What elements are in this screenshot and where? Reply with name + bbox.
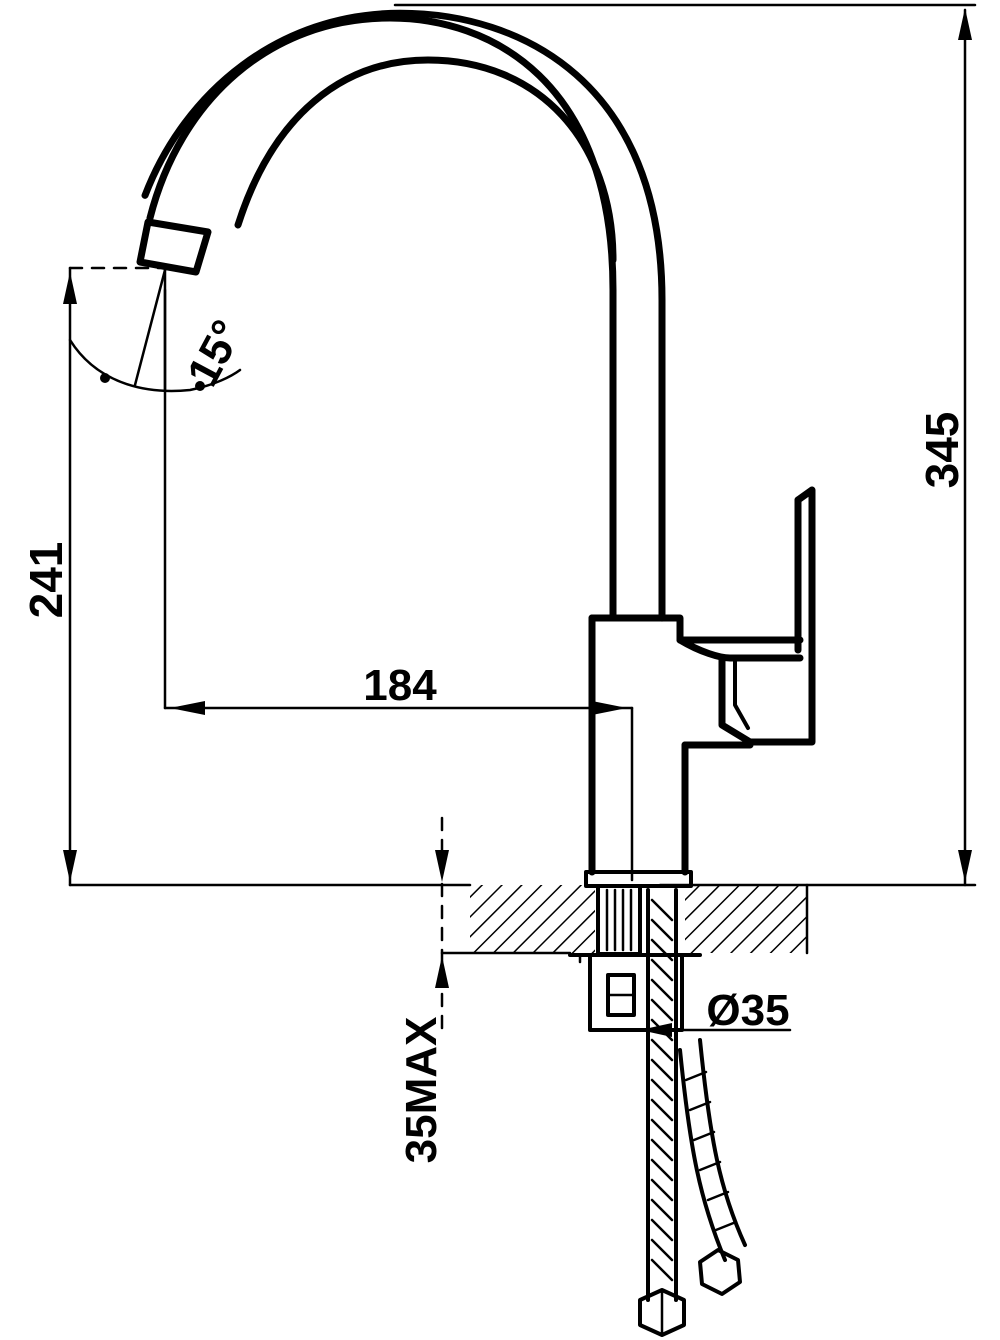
dimension-35max-label: 35MAX	[397, 1017, 446, 1164]
dimension-345-label: 345	[916, 412, 968, 489]
aerator	[136, 218, 212, 276]
supply-hoses	[638, 888, 747, 1337]
dimension-241	[63, 266, 472, 887]
angle-15-label: 15°	[178, 312, 253, 394]
faucet-body	[584, 614, 804, 888]
countertop-section	[470, 883, 809, 955]
angle-15	[68, 268, 242, 393]
dimension-184	[163, 288, 634, 882]
dimension-241-label: 241	[20, 542, 72, 619]
dimension-diameter-label: Ø35	[706, 986, 789, 1035]
dimension-35max	[435, 816, 572, 1032]
dimension-diameter	[578, 953, 792, 1037]
dimension-345	[393, 3, 977, 887]
lever-handle	[676, 486, 816, 746]
dimension-184-label: 184	[363, 661, 437, 710]
spout	[141, 9, 666, 622]
mounting-shank	[568, 884, 702, 1032]
